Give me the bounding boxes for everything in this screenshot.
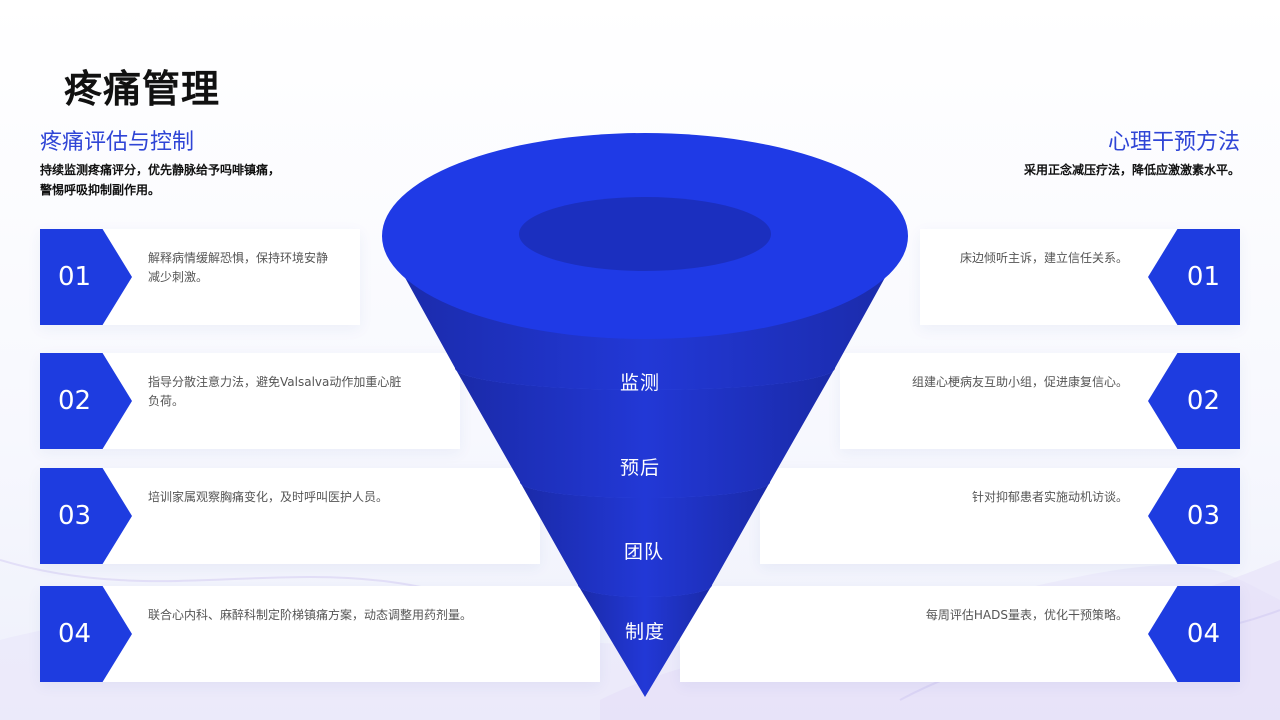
funnel-top-hole: [519, 197, 771, 271]
left-description: 持续监测疼痛评分，优先静脉给予吗啡镇痛，警惕呼吸抑制副作用。: [40, 163, 281, 197]
left-item-text: 解释病情缓解恐惧，保持环境安静减少刺激。: [148, 251, 329, 284]
left-item-3: 03 培训家属观察胸痛变化，及时呼叫医护人员。: [40, 468, 540, 564]
left-item-1: 01 解释病情缓解恐惧，保持环境安静减少刺激。: [40, 229, 360, 325]
page-title: 疼痛管理: [64, 67, 221, 111]
right-item-3: 03 针对抑郁患者实施动机访谈。: [760, 468, 1240, 564]
left-item-4: 04 联合心内科、麻醉科制定阶梯镇痛方案，动态调整用药剂量。: [40, 586, 600, 682]
right-item-1: 01 床边倾听主诉，建立信任关系。: [920, 229, 1240, 325]
funnel-label-1: 监测: [619, 372, 660, 394]
funnel-segment-4: [578, 585, 712, 697]
right-item-text: 组建心梗病友互助小组，促进康复信心。: [911, 375, 1128, 389]
funnel-label-2: 预后: [619, 457, 660, 479]
right-item-text: 床边倾听主诉，建立信任关系。: [959, 251, 1128, 265]
left-item-text: 培训家属观察胸痛变化，及时呼叫医护人员。: [148, 490, 389, 504]
right-heading: 心理干预方法: [1107, 130, 1240, 155]
left-item-text: 指导分散注意力法，避免Valsalva动作加重心脏负荷。: [148, 375, 402, 408]
left-item-text: 联合心内科、麻醉科制定阶梯镇痛方案，动态调整用药剂量。: [148, 608, 473, 622]
funnel-segment-2: [455, 368, 835, 498]
funnel-segment-3: [520, 482, 770, 597]
left-heading: 疼痛评估与控制: [40, 130, 195, 155]
right-item-text: 针对抑郁患者实施动机访谈。: [971, 490, 1128, 504]
right-description: 采用正念减压疗法，降低应激激素水平。: [1023, 163, 1240, 177]
funnel-label-3: 团队: [623, 541, 664, 563]
right-item-text: 每周评估HADS量表，优化干预策略。: [925, 608, 1128, 622]
right-item-4: 04 每周评估HADS量表，优化干预策略。: [680, 586, 1240, 682]
left-item-2: 02 指导分散注意力法，避免Valsalva动作加重心脏负荷。: [40, 353, 460, 449]
funnel-label-4: 制度: [624, 621, 665, 643]
right-item-2: 02 组建心梗病友互助小组，促进康复信心。: [840, 353, 1240, 449]
